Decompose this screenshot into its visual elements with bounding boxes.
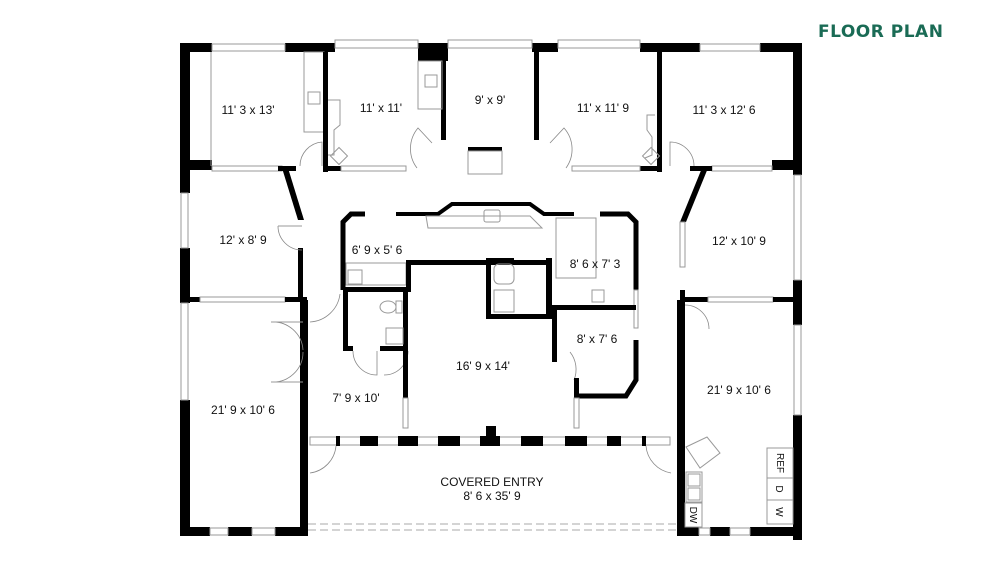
room-label-southwest: 21' 9 x 10' 6 [211,403,275,417]
room-labels: 11' 3 x 13' 11' x 11' 9' x 9' 11' x 11' … [211,93,785,524]
room-label-vestibule: 7' 9 x 10' [332,391,379,405]
room-label-kitchen: 21' 9 x 10' 6 [707,383,771,397]
room-label-office-n1: 11' x 11' [360,101,402,115]
covered-entry-dimensions: 8' 6 x 35' 9 [463,489,521,503]
storefront [308,426,677,531]
room-label-small-bath: 6' 9 x 5' 6 [352,243,403,257]
exterior-walls [180,39,802,540]
room-label-closet: 8' x 7' 6 [577,332,618,346]
room-label-office-ne: 11' 3 x 12' 6 [692,103,755,117]
middle-side-rooms [188,168,795,330]
refrigerator-label: REF [774,453,785,473]
room-label-east: 12' x 10' 9 [712,234,766,248]
kitchen-appliances [684,436,794,528]
washer-label: W [773,507,784,517]
room-label-center: 16' 9 x 14' [456,359,510,373]
room-label-alcove: 9' x 9' [475,93,506,107]
dishwasher-label: DW [687,507,698,524]
covered-entry-label: COVERED ENTRY [440,475,543,489]
room-label-center-east: 8' 6 x 7' 3 [570,257,621,271]
central-block [270,202,639,429]
page-title: FLOOR PLAN [818,22,944,42]
north-rooms [180,51,800,175]
room-label-office-n2: 11' x 11' 9 [577,101,629,115]
room-label-west: 12' x 8' 9 [219,233,267,247]
room-label-office-nw: 11' 3 x 13' [221,103,274,117]
dryer-label: D [773,485,784,492]
